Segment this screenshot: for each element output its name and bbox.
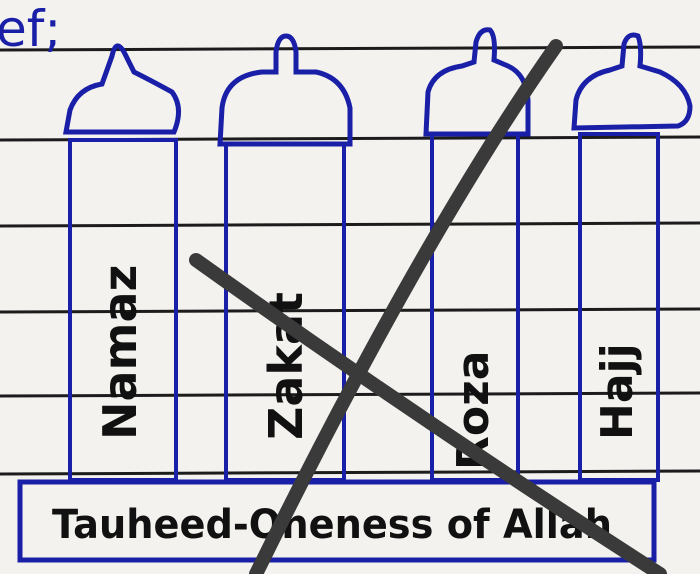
pillar-dome bbox=[220, 36, 350, 144]
base-label: Tauheed-Oneness of Allah bbox=[52, 502, 612, 548]
pillar-namaz: Namaz bbox=[66, 46, 179, 480]
pillar-label: Hajj bbox=[592, 343, 643, 440]
ruled-line bbox=[0, 223, 700, 226]
pillar-roza: Roza bbox=[426, 30, 528, 480]
pillar-label: Namaz bbox=[93, 265, 147, 440]
ruled-line bbox=[0, 47, 700, 50]
pillars-group: Namaz Zakat Roza Hajj bbox=[66, 30, 690, 480]
pillar-hajj: Hajj bbox=[574, 35, 690, 480]
ruled-line bbox=[0, 471, 700, 474]
corner-text: ef; bbox=[0, 0, 61, 58]
pillar-dome bbox=[66, 46, 179, 132]
base-platform: Tauheed-Oneness of Allah bbox=[20, 482, 654, 560]
